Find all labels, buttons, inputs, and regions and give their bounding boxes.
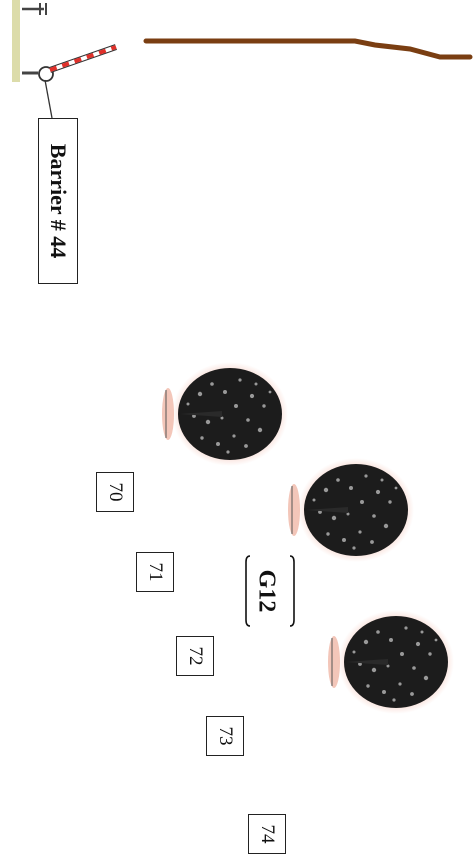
marker-label: 71 <box>145 562 166 582</box>
marker-label: 74 <box>257 824 278 844</box>
marker-label: 72 <box>185 646 206 666</box>
barrier-label: Barrier # 44 <box>46 143 71 259</box>
marker-73: 73 <box>206 716 244 756</box>
tree-icon <box>287 457 415 563</box>
marker-74: 74 <box>248 814 286 854</box>
curb-strip <box>12 0 20 82</box>
group-label: G12 <box>236 560 296 622</box>
marker-label: 70 <box>105 482 126 502</box>
barrier-label-callout: Barrier # 44 <box>38 118 78 284</box>
marker-71: 71 <box>136 552 174 592</box>
marker-70: 70 <box>96 472 134 512</box>
marker-label: 73 <box>215 726 236 746</box>
road-edge-line <box>143 38 473 60</box>
group-label-text: G12 <box>253 569 280 613</box>
tree-icon <box>327 609 455 715</box>
post-icon <box>22 3 47 15</box>
group-bracket <box>245 555 295 627</box>
tree-icon <box>161 361 289 467</box>
marker-72: 72 <box>176 636 214 676</box>
barrier-gate-icon <box>22 44 117 119</box>
